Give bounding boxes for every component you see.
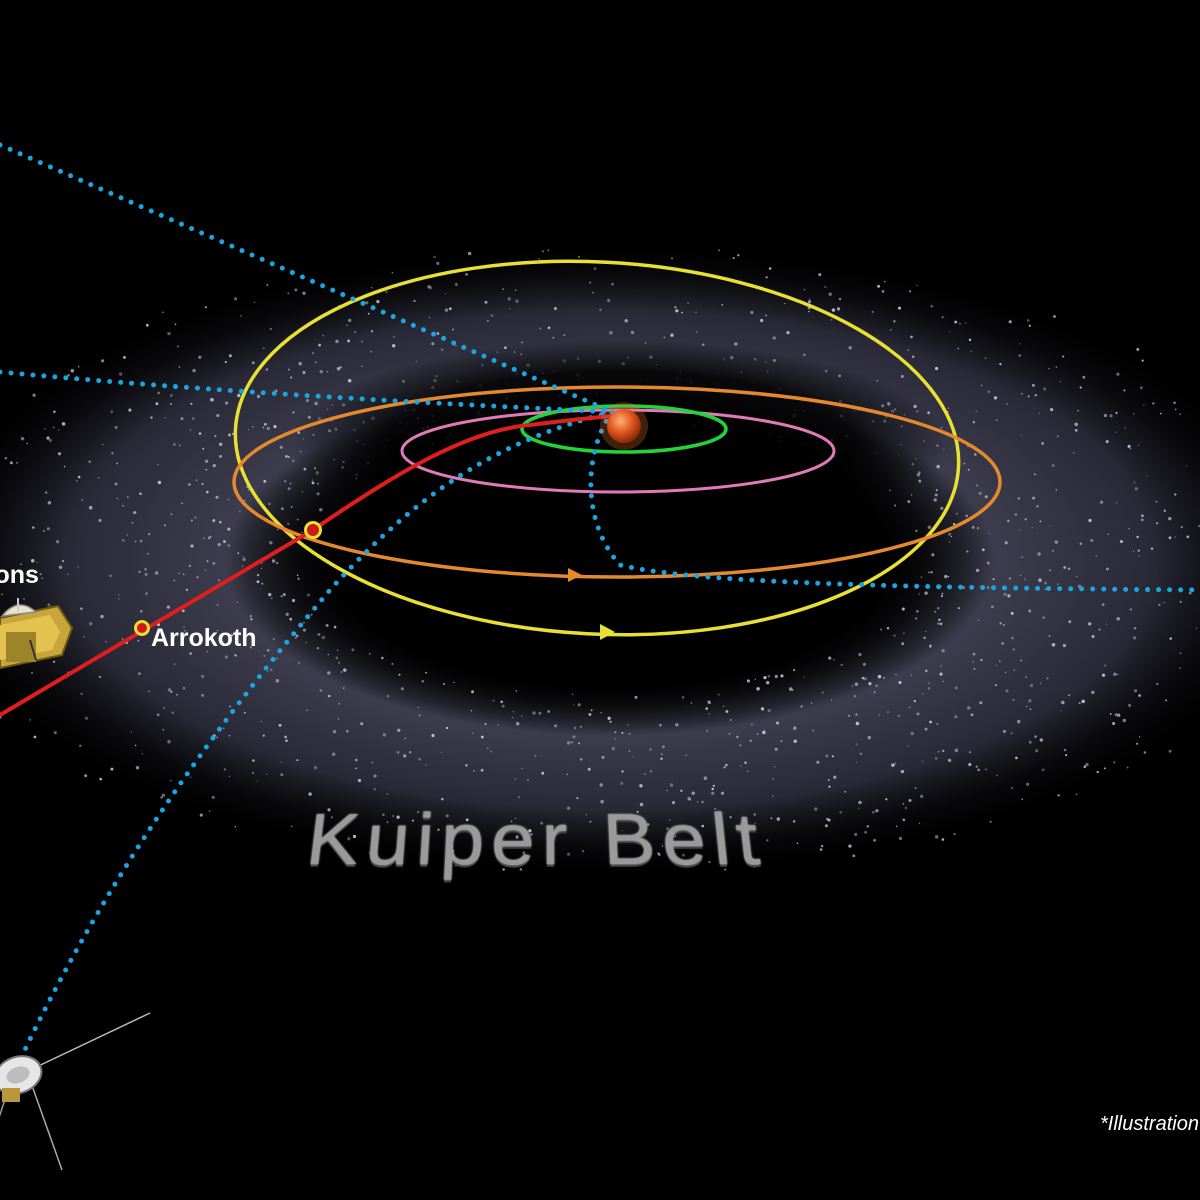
spacecraft-path-left [0, 369, 615, 415]
third-orbit [232, 385, 1002, 579]
arrokoth-marker-icon [134, 620, 150, 636]
illustration-note: *Illustration [1100, 1113, 1199, 1135]
third-orbit-arrow [568, 568, 582, 582]
spacecraft-path-right [588, 409, 1200, 593]
pluto-marker-icon [304, 521, 322, 539]
arrokoth-label: Arrokoth [151, 624, 257, 652]
spacecraft-path-upper [0, 142, 615, 415]
new-horizons-trajectory [0, 414, 613, 717]
kuiper-belt-label: Kuiper Belt [302, 799, 771, 881]
second-orbit [400, 408, 836, 494]
new-horizons-label: zons [0, 561, 39, 589]
voyager-spacecraft-icon [0, 1012, 151, 1171]
inner-orbit [520, 404, 728, 454]
new-horizons-spacecraft-icon [0, 598, 74, 670]
inner-void [290, 340, 950, 550]
outer-orbit [233, 259, 961, 637]
sun-icon [600, 402, 648, 450]
outer-orbit-arrow [600, 624, 615, 640]
